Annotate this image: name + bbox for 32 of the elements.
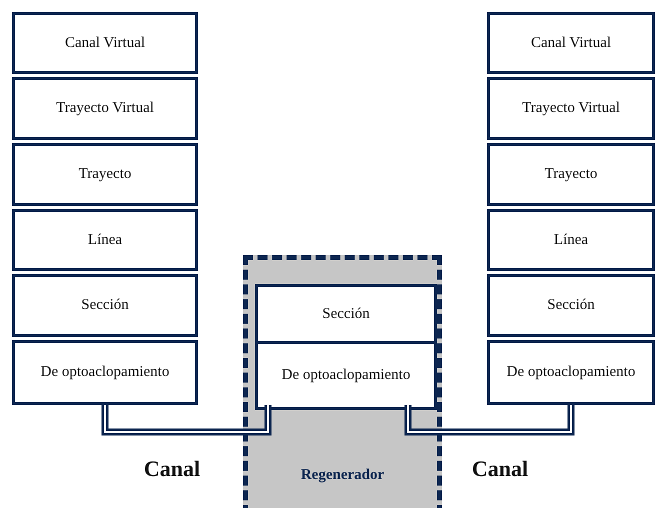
layer-label: De optoaclopamiento [280,367,412,384]
layer-box [255,284,437,344]
layer-label: De optoaclopamiento [506,364,636,381]
layer-box [12,209,198,271]
regenerator-label: Regenerador [300,467,386,484]
layer-label: De optoaclopamiento [40,364,170,381]
layer-label: Sección [321,306,371,322]
layer-box [487,12,655,74]
layer-box [487,143,655,206]
layer-label: Trayecto Virtual [521,100,621,117]
layer-box [12,274,198,337]
regenerator-dashed-box [243,255,442,508]
layer-label: Trayecto [544,166,598,183]
layer-box [487,340,655,405]
layer-box [487,209,655,271]
layer-label: Canal Virtual [530,34,612,52]
layer-label: Línea [552,232,590,248]
layer-label: Trayecto Virtual [55,100,155,117]
double-line-connector [102,405,272,436]
layer-box [487,77,655,140]
layer-label: Canal Virtual [64,34,146,52]
layer-label: Línea [86,232,124,248]
layer-box [12,12,198,74]
double-line-connector [404,405,574,436]
layer-box [12,340,198,405]
layer-label: Sección [80,297,130,314]
layer-label: Trayecto [78,166,132,183]
layer-box [255,341,437,410]
layer-label: Sección [546,297,596,314]
layer-box [12,77,198,140]
layer-box [487,274,655,337]
layer-box [12,143,198,206]
